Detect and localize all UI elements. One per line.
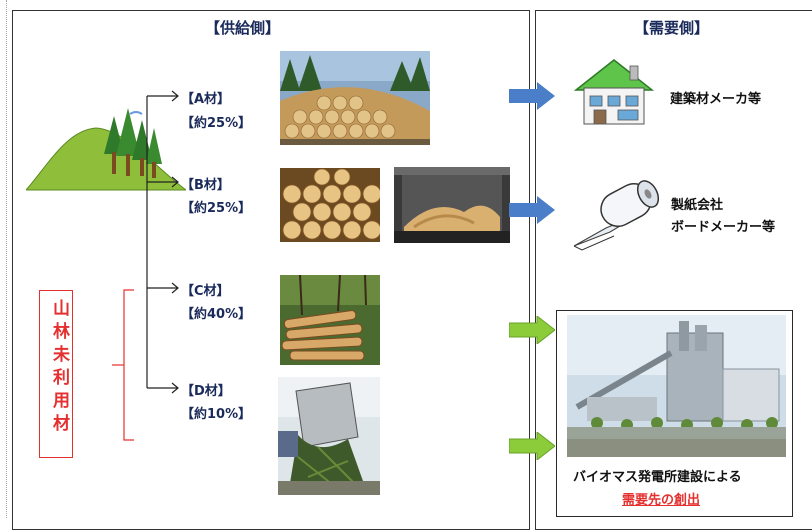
material-d-share: 【約10%】 — [181, 407, 252, 422]
forest-logs-photo-c — [280, 275, 380, 365]
dump-truck-photo-d — [278, 377, 380, 495]
material-a-share: 【約25%】 — [181, 116, 252, 131]
destination-paper-label-2: ボードメーカー等 — [671, 220, 776, 235]
supply-title: 【供給側】 — [205, 19, 281, 37]
biomass-caption-2: 需要先の創出 — [622, 493, 701, 508]
unused-timber-box: 山林未利用材 — [39, 290, 73, 458]
arrow-b-to-paper — [509, 196, 555, 224]
material-c-name: 【C材】 — [181, 284, 230, 299]
log-ends-photo-b — [280, 168, 380, 242]
material-d-name: 【D材】 — [181, 384, 231, 399]
material-c-share: 【約40%】 — [181, 307, 252, 322]
mountain-forest-icon — [26, 108, 186, 191]
left-dotted-guide — [6, 0, 7, 518]
branch-connectors — [112, 90, 179, 441]
demand-title: 【需要側】 — [634, 19, 710, 37]
arrow-a-to-building — [509, 82, 555, 110]
material-b-name: 【B材】 — [181, 178, 230, 193]
destination-building-label: 建築材メーカ等 — [670, 92, 762, 107]
supply-panel — [12, 10, 530, 530]
unused-timber-label: 山林未利用材 — [49, 299, 69, 437]
arrow-d-to-biomass — [509, 432, 555, 460]
arrow-c-to-biomass — [509, 316, 555, 344]
biomass-caption-1: バイオマス発電所建設による — [573, 470, 742, 485]
wood-chips-photo — [394, 167, 510, 243]
paper-roll-icon — [573, 180, 660, 251]
material-a-name: 【A材】 — [181, 92, 231, 107]
destination-paper-label-1: 製紙会社 — [671, 198, 724, 213]
house-icon — [573, 59, 655, 125]
material-b-share: 【約25%】 — [181, 201, 252, 216]
biomass-plant-photo — [567, 315, 786, 457]
log-pile-photo-a — [280, 51, 430, 145]
